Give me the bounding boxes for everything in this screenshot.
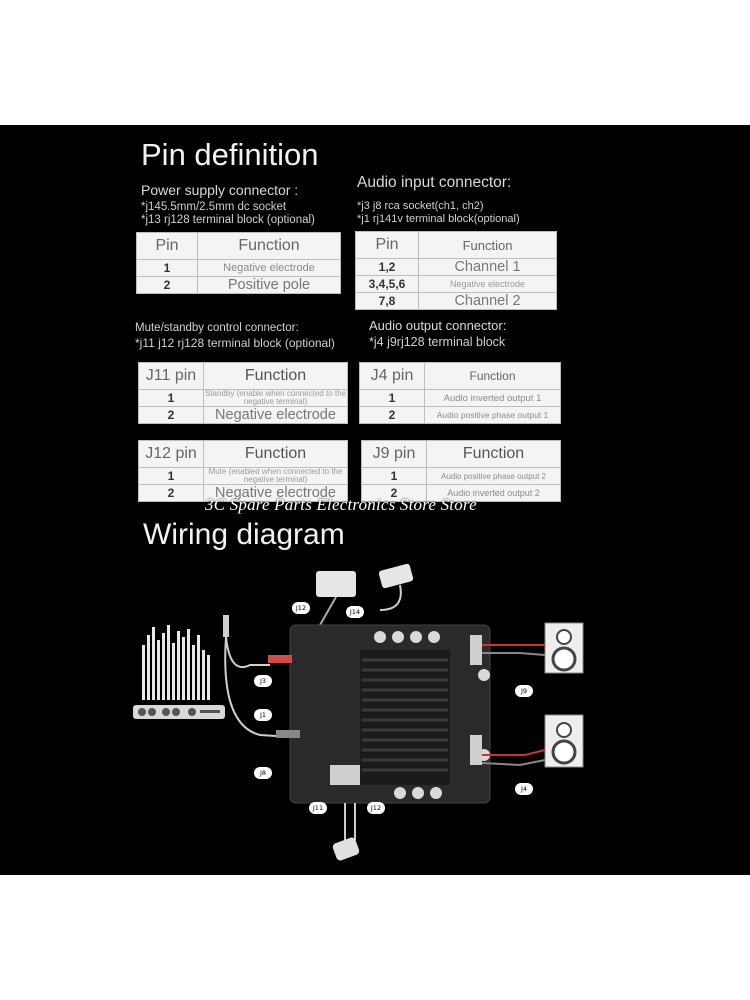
audio-jack-cable xyxy=(223,615,293,738)
pin-definition-title: Pin definition xyxy=(141,137,319,172)
table-cell-pin: 1 xyxy=(359,389,425,407)
table-cell-pin: 2 xyxy=(136,276,198,294)
table-header-pin: Pin xyxy=(136,232,198,260)
label-j4: J4 xyxy=(515,783,533,795)
mute-control-title: Mute/standby control connector: xyxy=(135,322,299,334)
table-cell-pin: 7,8 xyxy=(355,292,419,310)
power-supply-note-1: *j145.5mm/2.5mm dc socket xyxy=(141,201,287,213)
table-cell-pin: 1,2 xyxy=(355,258,419,276)
table-cell-function: Channel 1 xyxy=(418,258,557,276)
switch-icon xyxy=(332,803,360,861)
table-cell-pin: 2 xyxy=(359,406,425,424)
table-cell-function: Negative electrode xyxy=(203,406,348,424)
table-cell-function: Positive pole xyxy=(197,276,341,294)
label-j11: J11 xyxy=(309,802,327,814)
table-cell-function: Channel 2 xyxy=(418,292,557,310)
media-controls-icon xyxy=(133,705,225,719)
table-cell-pin: 1 xyxy=(361,467,427,485)
table-cell-pin: 1 xyxy=(138,467,204,485)
mute-control-note: *j11 j12 rj128 terminal block (optional) xyxy=(135,336,335,350)
table-header-pin: J9 pin xyxy=(361,440,427,468)
audio-input-title: Audio input connector: xyxy=(357,174,512,191)
table-cell-pin: 2 xyxy=(138,406,204,424)
label-j3: J3 xyxy=(254,675,272,687)
audio-input-note-1: *j3 j8 rca socket(ch1, ch2) xyxy=(357,200,484,212)
power-supply-title: Power supply connector : xyxy=(141,182,299,198)
speaker-icon xyxy=(544,714,584,768)
power-adapter-icon xyxy=(316,563,414,626)
table-cell-function: Negative electrode xyxy=(418,275,557,293)
store-watermark: 3C Spare Parts Electronics Store Store xyxy=(205,495,477,514)
table-header-function: Function xyxy=(418,231,557,259)
table-cell-pin: 3,4,5,6 xyxy=(355,275,419,293)
product-info-panel: Pin definition Power supply connector : … xyxy=(0,125,750,875)
table-header-pin: J12 pin xyxy=(138,440,204,468)
table-cell-function: Audio inverted output 2 xyxy=(426,484,561,502)
table-cell-pin: 2 xyxy=(138,484,204,502)
table-cell-function: Standby (enable when connected to the ne… xyxy=(203,389,348,407)
power-supply-note-2: *j13 rj128 terminal block (optional) xyxy=(141,214,315,226)
table-cell-function: Audio positive phase output 1 xyxy=(424,406,561,424)
audio-output-title: Audio output connector: xyxy=(369,318,507,333)
label-j14: J14 xyxy=(346,606,364,618)
audio-input-note-2: *j1 rj141v terminal block(optional) xyxy=(357,213,520,225)
table-header-pin: J11 pin xyxy=(138,362,204,390)
label-j9: J9 xyxy=(515,685,533,697)
table-cell-function: Audio positive phase output 2 xyxy=(426,467,561,485)
label-j12: J12 xyxy=(292,602,310,614)
table-cell-pin: 1 xyxy=(138,389,204,407)
wiring-diagram-title: Wiring diagram xyxy=(143,518,345,551)
table-cell-pin: 1 xyxy=(136,259,198,277)
speaker-icon xyxy=(544,622,584,674)
table-header-function: Function xyxy=(203,440,348,468)
table-cell-function: Audio inverted output 1 xyxy=(424,389,561,407)
wiring-diagram xyxy=(133,563,584,861)
amplifier-board-icon xyxy=(268,624,491,804)
table-cell-function: Negative electrode xyxy=(197,259,341,277)
table-header-function: Function xyxy=(426,440,561,468)
table-header-pin: Pin xyxy=(355,231,419,259)
audio-output-note: *j4 j9rj128 terminal block xyxy=(369,335,506,349)
table-header-function: Function xyxy=(424,362,561,390)
speaker-wires xyxy=(482,644,546,756)
label-j12-bottom: J12 xyxy=(367,802,385,814)
table-cell-function: Negative electrode xyxy=(203,484,348,502)
table-cell-function: Mute (enabled when connected to the nega… xyxy=(203,467,348,485)
label-j8: J8 xyxy=(254,767,272,779)
label-j1: J1 xyxy=(254,709,272,721)
table-header-function: Function xyxy=(197,232,341,260)
table-header-function: Function xyxy=(203,362,348,390)
table-header-pin: J4 pin xyxy=(359,362,425,390)
audio-waveform-icon xyxy=(142,625,210,700)
